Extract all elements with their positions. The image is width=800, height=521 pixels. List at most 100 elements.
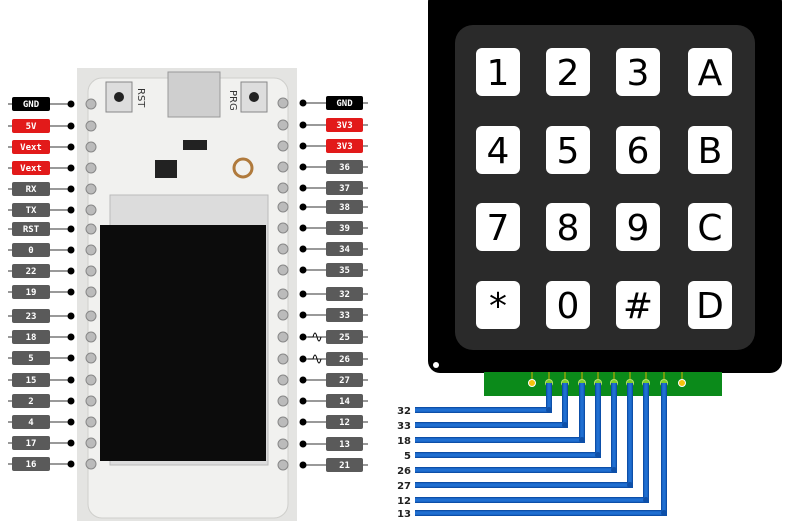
pin-hole [277,459,289,471]
pin-text: 5V [26,122,37,132]
key-cap[interactable] [688,281,732,329]
pin-dot [299,142,307,150]
pin-text: 2 [28,397,33,407]
key-cap[interactable] [688,126,732,174]
pin-hole [277,201,289,213]
pin-hole [85,223,97,235]
usb-connector [167,71,221,118]
pin-badge [326,437,363,451]
keypad-key[interactable]: 9 [616,203,660,251]
key-cap[interactable] [546,281,590,329]
pin-badge [12,309,50,323]
key-cap[interactable] [476,203,520,251]
pin-label-left: 5V [8,119,75,133]
pin-hole [85,416,97,428]
key-cap[interactable] [476,281,520,329]
pin-dot [67,206,75,214]
pin-label-left: RX [8,182,75,196]
key-cap[interactable] [688,203,732,251]
keypad-key[interactable]: A [688,48,732,96]
pin-text: 26 [339,355,350,365]
pin-badge [326,308,363,322]
keypad-panel [455,25,755,350]
pin-text: 22 [26,267,37,277]
mount-hole [433,362,439,368]
pin-text: RST [23,225,40,235]
wire-joint [627,482,633,488]
pin-badge [326,287,363,301]
pin-dot [299,224,307,232]
wire-label: 26 [397,466,411,477]
pin-text: 13 [339,440,350,450]
pin-dot [67,122,75,130]
pin-hole [277,119,289,131]
pin-dot [299,355,307,363]
pin-hole [85,310,97,322]
keypad-key[interactable]: 7 [476,203,520,251]
keypad-key[interactable]: D [688,281,732,329]
key-cap[interactable] [546,203,590,251]
keypad-key[interactable]: # [616,281,660,329]
key-cap[interactable] [476,126,520,174]
pin-dot [299,290,307,298]
pin-hole [277,222,289,234]
pin-label-left: RST [8,222,75,236]
wire: 5 [404,383,601,462]
keypad-key[interactable]: 4 [476,126,520,174]
key-cap[interactable] [616,281,660,329]
keypad-key[interactable]: B [688,126,732,174]
pin-badge [12,97,50,111]
pin-label-right: 32 [299,287,368,301]
pin-dot [299,311,307,319]
pin-dot [67,439,75,447]
pin-hole [85,437,97,449]
pin-text: 14 [339,397,350,407]
prg-silkscreen: PRG [227,90,238,111]
keypad-key[interactable]: * [476,281,520,329]
keypad-key[interactable]: 6 [616,126,660,174]
pin-text: 23 [26,312,37,322]
keypad-key[interactable]: C [688,203,732,251]
key-cap[interactable] [546,48,590,96]
key-cap[interactable] [546,126,590,174]
keypad-key[interactable]: 8 [546,203,590,251]
pin-hole [277,140,289,152]
wire: 26 [397,383,617,477]
pin-hole [85,120,97,132]
pin-label-left: 22 [8,264,75,278]
keypad-key[interactable]: 1 [476,48,520,96]
pin-label-right: 13 [299,437,368,451]
pin-hole [85,352,97,364]
pin-text: Vext [20,143,42,153]
wire-label: 18 [397,436,411,447]
pin-text: 3V3 [336,142,352,152]
key-label: 7 [487,208,510,249]
pin-text: 38 [339,203,350,213]
pin-badge [12,373,50,387]
key-cap[interactable] [476,48,520,96]
keypad-key[interactable]: 0 [546,281,590,329]
keypad-connector [484,372,722,396]
key-cap[interactable] [616,48,660,96]
key-cap[interactable] [688,48,732,96]
pin-text: Vext [20,164,42,174]
pin-label-right: 39 [299,221,368,235]
pin-hole [277,331,289,343]
key-label: 5 [557,131,580,172]
pin-text: 12 [339,418,350,428]
heltec-board: RST PRG [77,68,297,521]
keypad-key[interactable]: 3 [616,48,660,96]
pin-label-right: 3V3 [299,139,368,153]
pin-badge [12,436,50,450]
pin-label-left: 19 [8,285,75,299]
key-cap[interactable] [616,203,660,251]
key-label: C [697,208,722,249]
wire-joint [562,422,568,428]
key-cap[interactable] [616,126,660,174]
key-label: 2 [557,53,580,94]
pin-hole [85,458,97,470]
pin-label-right: 26 [299,352,368,366]
keypad-key[interactable]: 5 [546,126,590,174]
keypad-key[interactable]: 2 [546,48,590,96]
